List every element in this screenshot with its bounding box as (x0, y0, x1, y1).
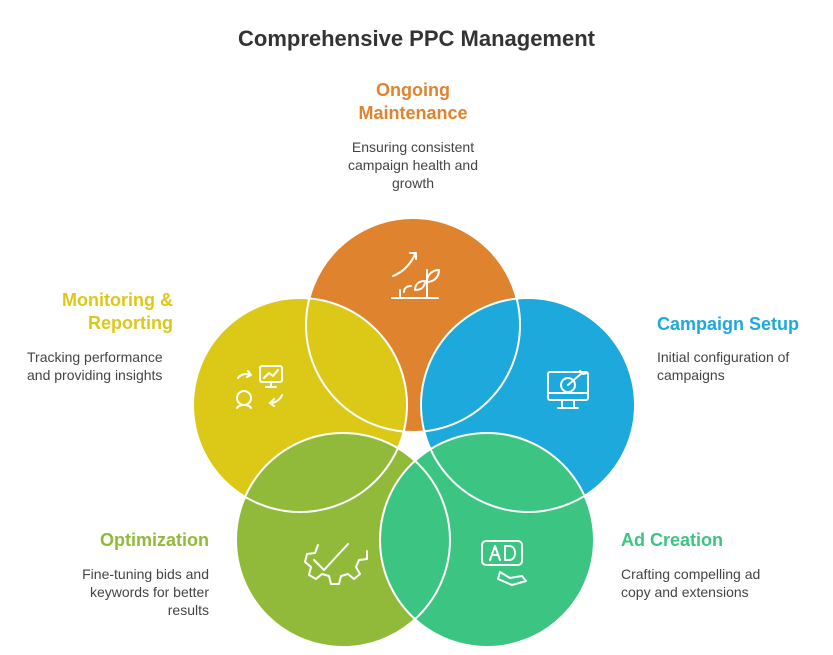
maintenance-description: Ensuring consistent campaign health and … (313, 138, 513, 192)
maintenance-heading-line-2: Maintenance (358, 103, 468, 123)
diagram-title: Comprehensive PPC Management (238, 26, 595, 51)
monitor-target-icon (547, 370, 589, 409)
setup-heading: Campaign Setup (657, 314, 800, 334)
ad-creation-description: Crafting compelling ad copy and extensio… (621, 565, 821, 601)
maintenance-desc-line: campaign health and (348, 157, 478, 173)
maintenance-heading-line-1: Ongoing (376, 80, 450, 100)
growth-plant-icon (391, 252, 440, 299)
ad-creation-heading: Ad Creation (621, 530, 724, 550)
optimization-desc-line: results (167, 602, 209, 618)
monitoring-heading-line-2: Reporting (88, 313, 173, 333)
monitoring-heading-line-1: Monitoring & (62, 290, 173, 310)
monitoring-desc-line: and providing insights (27, 367, 163, 383)
optimization-desc-line: Fine-tuning bids and (82, 566, 209, 582)
gear-check-icon (304, 543, 368, 585)
maintenance-desc-line: Ensuring consistent (351, 139, 475, 155)
maintenance-heading: Ongoing Maintenance (313, 79, 513, 125)
monitoring-description: Tracking performance and providing insig… (27, 348, 187, 384)
optimization-heading: Optimization (100, 530, 209, 550)
optimization-description: Fine-tuning bids and keywords for better… (0, 565, 209, 619)
setup-description: Initial configuration of campaigns (657, 348, 827, 384)
maintenance-desc-line: growth (391, 175, 435, 191)
setup-desc-line: Initial configuration of (657, 349, 790, 365)
monitoring-heading: Monitoring & Reporting (0, 289, 173, 335)
monitoring-desc-line: Tracking performance (27, 349, 163, 365)
ad-creation-desc-line: copy and extensions (621, 584, 749, 600)
setup-desc-line: campaigns (657, 367, 725, 383)
ad-click-icon (481, 540, 527, 586)
optimization-desc-line: keywords for better (89, 584, 209, 600)
ad-creation-desc-line: Crafting compelling ad (621, 566, 761, 582)
person-chart-icon (236, 365, 283, 409)
